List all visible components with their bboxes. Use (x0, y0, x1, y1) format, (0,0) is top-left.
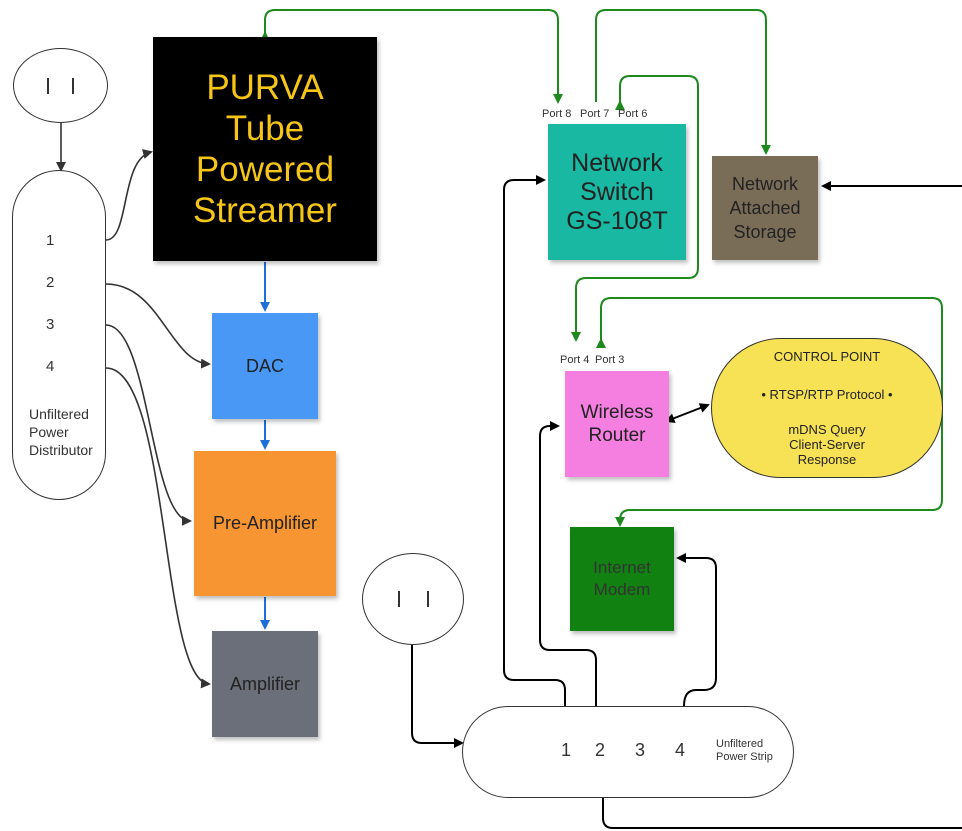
control-point-title: CONTROL POINT (773, 349, 881, 364)
amp-label: Amplifier (229, 673, 300, 694)
dac: DAC (212, 313, 318, 419)
wire-streamer-to-port8 (260, 9, 563, 104)
purva-streamer: PURVA Tube Powered Streamer (153, 37, 377, 261)
wire-strip2-to-router (539, 421, 597, 706)
router-port-4: Port 4 (560, 354, 590, 366)
control-point: CONTROL POINT • RTSP/RTP Protocol • mDNS… (711, 338, 943, 478)
network-switch: Network Switch GS-108T (548, 124, 686, 260)
switch-port-7: Port 7 (580, 108, 610, 120)
control-point-protocol: • RTSP/RTP Protocol • (761, 387, 893, 402)
preamp-label: Pre-Amplifier (212, 513, 318, 533)
wall-outlet-icon (13, 48, 108, 123)
router-label: Wireless Router (580, 402, 654, 446)
distributor-port-2: 2 (46, 274, 55, 291)
wireless-router: Wireless Router (565, 371, 669, 477)
control-point-query: mDNS Query Client-Server Response (788, 422, 866, 467)
internet-modem: Internet Modem (570, 527, 674, 631)
pre-amplifier: Pre-Amplifier (194, 451, 336, 596)
power-distributor (12, 170, 106, 500)
switch-port-8: Port 8 (542, 108, 572, 120)
power-strip (462, 706, 794, 798)
wire-dist4-to-amp (105, 367, 211, 689)
power-strip-port-1: 1 (561, 740, 572, 760)
distributor-port-4: 4 (46, 358, 55, 375)
power-strip-port-2: 2 (595, 740, 606, 760)
wire-strip1-to-switch (503, 175, 566, 706)
wire-outlet-to-powerstrip (411, 645, 464, 748)
switch-label: Network Switch GS-108T (566, 148, 668, 235)
network-attached-storage: Network Attached Storage (712, 156, 818, 260)
power-strip-port-4: 4 (675, 740, 686, 760)
router-port-3: Port 3 (595, 354, 625, 366)
wire-dist3-to-preamp (105, 324, 192, 526)
wire-router-to-controlpoint (664, 403, 710, 423)
wire-strip-to-nas (602, 798, 962, 829)
switch-port-6: Port 6 (618, 108, 648, 120)
wire-dist2-to-dac (105, 283, 211, 369)
streamer-label: PURVA Tube Powered Streamer (193, 68, 337, 230)
wire-port7-to-nas (595, 9, 771, 155)
wire-port6-to-router-port4 (571, 75, 699, 342)
amplifier: Amplifier (212, 631, 318, 737)
dac-label: DAC (245, 355, 284, 376)
modem-label: Internet Modem (593, 558, 651, 599)
wall-outlet-icon (362, 553, 464, 645)
nas-label: Network Attached Storage (729, 174, 801, 242)
power-strip-label: Unfiltered Power Strip (716, 738, 773, 763)
wire-dist1-to-streamer (105, 149, 153, 241)
wire-strip4-to-modem (676, 553, 717, 707)
distributor-port-1: 1 (46, 232, 55, 249)
distributor-label: Unfiltered Power Distributor (29, 406, 93, 458)
power-strip-port-3: 3 (635, 740, 646, 760)
distributor-port-3: 3 (46, 316, 55, 333)
